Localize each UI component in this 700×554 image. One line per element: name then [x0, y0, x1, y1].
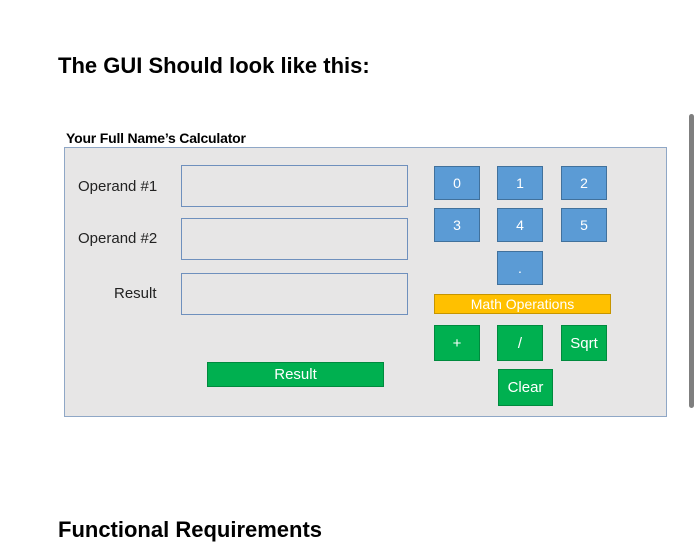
result-label: Result [114, 285, 157, 302]
result-field[interactable] [181, 273, 408, 315]
digit-2-button[interactable]: 2 [561, 166, 607, 200]
math-operations-label: Math Operations [434, 294, 611, 314]
divide-button[interactable]: / [497, 325, 543, 361]
scrollbar[interactable] [689, 114, 694, 408]
clear-button[interactable]: Clear [498, 369, 553, 406]
digit-0-button[interactable]: 0 [434, 166, 480, 200]
gui-heading: The GUI Should look like this: [58, 53, 370, 78]
digit-5-button[interactable]: 5 [561, 208, 607, 242]
result-button[interactable]: Result [207, 362, 384, 387]
digit-1-button[interactable]: 1 [497, 166, 543, 200]
calculator-title: Your Full Name’s Calculator [66, 130, 246, 146]
cut-off-heading [60, 0, 480, 6]
add-button[interactable]: + [434, 325, 480, 361]
operand2-field[interactable] [181, 218, 408, 260]
digit-4-button[interactable]: 4 [497, 208, 543, 242]
decimal-point-button[interactable]: . [497, 251, 543, 285]
sqrt-button[interactable]: Sqrt [561, 325, 607, 361]
functional-requirements-heading: Functional Requirements [58, 517, 323, 542]
operand1-label: Operand #1 [78, 178, 158, 195]
operand1-field[interactable] [181, 165, 408, 207]
operand2-label: Operand #2 [78, 230, 158, 247]
digit-3-button[interactable]: 3 [434, 208, 480, 242]
